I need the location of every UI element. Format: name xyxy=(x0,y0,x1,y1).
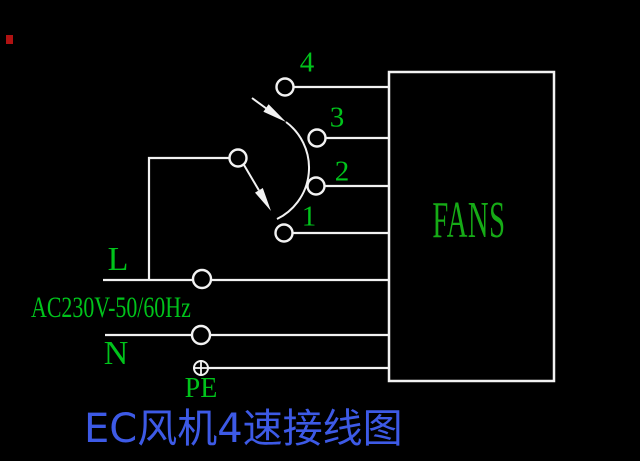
terminal-circle-3 xyxy=(307,128,327,148)
wiper-lower-shaft xyxy=(243,164,260,191)
pe-earth-symbol-icon xyxy=(193,360,209,376)
terminal-circle-neutral xyxy=(190,324,212,346)
speed-label-1: 1 xyxy=(301,200,317,233)
terminal-circle-4 xyxy=(275,77,295,97)
terminal-circle-pole xyxy=(228,148,248,168)
fan-box-outline xyxy=(387,70,556,383)
terminal-circle-live xyxy=(191,268,213,290)
selector-travel-arc xyxy=(276,121,310,220)
terminal-circle-2 xyxy=(306,176,326,196)
fan-box-label: FANS xyxy=(432,192,506,249)
live-label: L xyxy=(107,241,129,278)
terminal-circle-1 xyxy=(274,223,294,243)
neutral-label: N xyxy=(103,335,129,372)
red-marker xyxy=(6,35,13,44)
speed-label-2: 2 xyxy=(334,155,350,188)
supply-rating-label: AC230V-50/60Hz xyxy=(31,291,191,324)
wiper-upper-arrowhead xyxy=(263,104,286,122)
speed-label-4: 4 xyxy=(299,46,315,79)
wiper-upper-shaft xyxy=(251,97,268,110)
wire-pole-feed xyxy=(147,156,229,280)
page-title: EC风机4速接线图 xyxy=(84,406,403,452)
speed-label-3: 3 xyxy=(329,101,345,134)
earth-label: PE xyxy=(184,373,218,404)
wiper-lower-arrowhead xyxy=(255,188,271,211)
